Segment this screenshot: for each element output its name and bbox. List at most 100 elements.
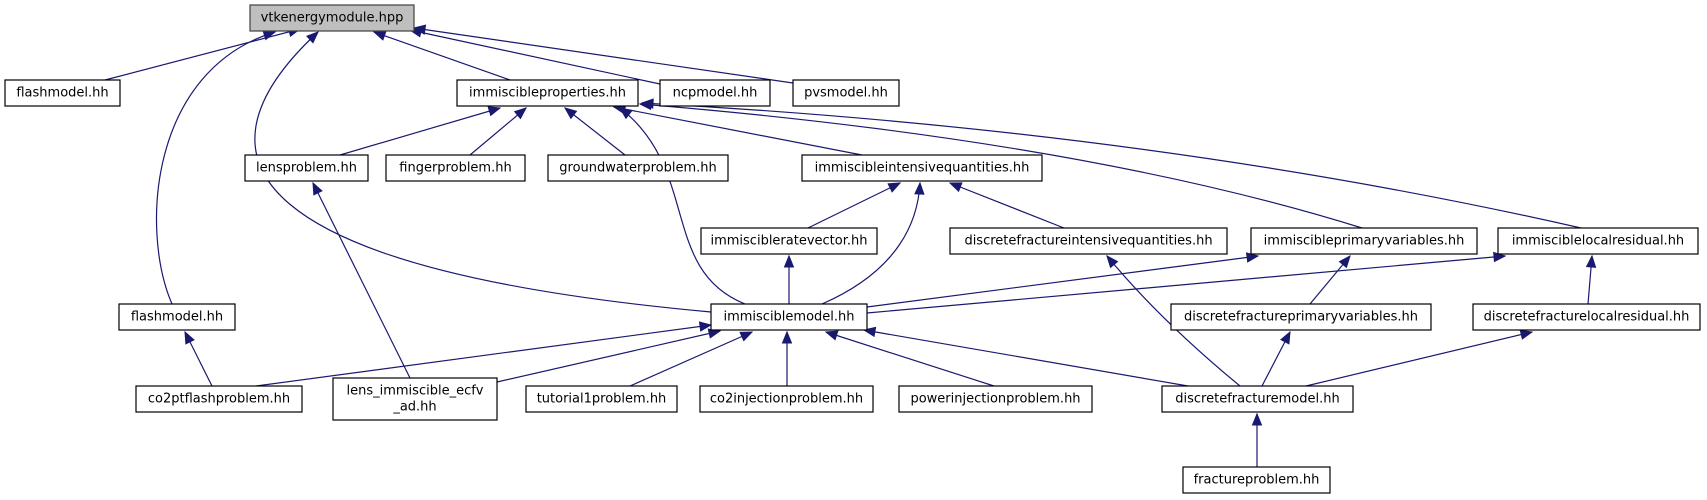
node-immiscibleratevector[interactable]: immiscibleratevector.hh <box>700 227 878 255</box>
arrowhead-icon <box>781 330 793 344</box>
edge-immisciblemodel-to-immiscibleprimaryvariables <box>866 252 1260 308</box>
edge-line <box>155 31 276 305</box>
node-immiscibleintensivequantities[interactable]: immiscibleintensivequantities.hh <box>801 154 1043 182</box>
edge-discretefracturemodel-to-discretefractureintensivequantities <box>1106 254 1241 387</box>
node-immiscibleproperties[interactable]: immiscibleproperties.hh <box>456 79 639 107</box>
node-box <box>1250 227 1478 255</box>
node-powerinjectionproblem[interactable]: powerinjectionproblem.hh <box>898 385 1093 413</box>
arrowhead-icon <box>1519 329 1534 340</box>
edge-line <box>312 182 411 379</box>
node-box <box>332 377 498 421</box>
edge-tutorial1problem-to-immisciblemodel <box>629 331 754 387</box>
arrowhead-icon <box>412 24 427 35</box>
arrowhead-icon <box>1585 254 1597 268</box>
node-discretefracturelocalresidual[interactable]: discretefracturelocalresidual.hh <box>1472 303 1701 331</box>
node-box <box>699 385 874 413</box>
node-lens-immiscible-ecfv-ad[interactable]: lens_immiscible_ecfv_ad.hh <box>332 377 498 421</box>
edge-line <box>496 330 721 383</box>
node-box <box>385 154 526 182</box>
node-label: pvsmodel.hh <box>804 86 888 101</box>
edge-immiscibleproperties-to-vtkenergymodule <box>372 30 511 81</box>
node-box <box>118 303 236 331</box>
node-label: fractureproblem.hh <box>1194 473 1320 488</box>
edge-line <box>104 28 301 81</box>
node-box <box>1161 385 1354 413</box>
edge-line <box>949 182 1065 229</box>
edge-discretefractureintensivequantities-to-immiscibleintensivequantities <box>948 182 1065 229</box>
node-label: fingerproblem.hh <box>399 161 511 176</box>
edge-line <box>866 255 1259 308</box>
node-discretefracturemodel[interactable]: discretefracturemodel.hh <box>1161 385 1354 413</box>
node-label: powerinjectionproblem.hh <box>910 392 1080 407</box>
node-pvsmodel[interactable]: pvsmodel.hh <box>792 79 900 107</box>
edge-immiscibleintensivequantities-to-immiscibleproperties <box>612 104 863 156</box>
node-immisciblemodel[interactable]: immisciblemodel.hh <box>710 303 868 331</box>
edge-line <box>863 329 1189 387</box>
node-box <box>700 227 878 255</box>
edge-lens_immiscible_ecfv_ad-to-immisciblemodel <box>496 328 722 383</box>
node-fingerproblem[interactable]: fingerproblem.hh <box>385 154 526 182</box>
arrowhead-icon <box>618 107 633 120</box>
node-box <box>547 154 729 182</box>
node-box <box>801 154 1043 182</box>
edge-co2ptflashproblem-to-immisciblemodel <box>255 321 713 387</box>
edge-line <box>1305 331 1533 387</box>
edge-line <box>255 324 712 387</box>
node-lensproblem[interactable]: lensproblem.hh <box>244 154 369 182</box>
edge-co2injectionproblem-to-immisciblemodel <box>781 330 793 386</box>
edge-lens_immiscible_ecfv_ad-to-lensproblem <box>312 181 411 379</box>
node-label: groundwaterproblem.hh <box>559 161 716 176</box>
node-label: lensproblem.hh <box>256 161 357 176</box>
edge-line <box>821 182 921 305</box>
edge-discretefracturelocalresidual-to-immisciblelocalresidual <box>1585 254 1597 305</box>
node-box <box>4 79 121 107</box>
node-tutorial1problem[interactable]: tutorial1problem.hh <box>525 385 678 413</box>
node-box <box>135 385 303 413</box>
edge-fingerproblem-to-immiscibleproperties <box>469 107 528 156</box>
node-box <box>456 79 639 107</box>
node-discretefractureintensivequantities[interactable]: discretefractureintensivequantities.hh <box>949 227 1228 255</box>
edge-line <box>469 107 527 156</box>
arrowhead-icon <box>739 331 754 342</box>
edge-line <box>1106 255 1241 387</box>
arrowhead-icon <box>487 106 502 117</box>
node-label: immisciblelocalresidual.hh <box>1512 234 1684 249</box>
node-flashmodel-a[interactable]: flashmodel.hh <box>4 79 121 107</box>
node-co2injectionproblem[interactable]: co2injectionproblem.hh <box>699 385 874 413</box>
edge-immisciblemodel-to-immiscibleratevector <box>783 254 795 304</box>
arrowhead-icon <box>640 98 654 109</box>
edge-line <box>641 102 1582 229</box>
arrowhead-icon <box>1251 412 1263 426</box>
arrowhead-icon <box>698 321 713 332</box>
node-ncpmodel[interactable]: ncpmodel.hh <box>659 79 771 107</box>
node-box <box>792 79 900 107</box>
edge-lensproblem-to-immiscibleproperties <box>339 106 502 156</box>
node-immisciblelocalresidual[interactable]: immisciblelocalresidual.hh <box>1497 227 1699 255</box>
edge-line <box>629 331 753 387</box>
node-label: ncpmodel.hh <box>673 86 758 101</box>
node-immiscibleprimaryvariables[interactable]: immiscibleprimaryvariables.hh <box>1250 227 1478 255</box>
arrowhead-icon <box>312 181 323 196</box>
node-groundwaterproblem[interactable]: groundwaterproblem.hh <box>547 154 729 182</box>
node-discretefractureprimaryvariables[interactable]: discretefractureprimaryvariables.hh <box>1170 303 1432 331</box>
node-box <box>898 385 1093 413</box>
edge-groundwaterproblem-to-immiscibleproperties <box>563 107 626 156</box>
node-box <box>710 303 868 331</box>
node-box <box>1472 303 1701 331</box>
node-label: _ad.hh <box>392 400 436 415</box>
arrowhead-icon <box>184 330 195 345</box>
node-label: co2ptflashproblem.hh <box>148 392 290 407</box>
node-label: immiscibleintensivequantities.hh <box>815 161 1030 176</box>
node-box <box>1497 227 1699 255</box>
node-box <box>525 385 678 413</box>
node-co2ptflashproblem[interactable]: co2ptflashproblem.hh <box>135 385 303 413</box>
node-box <box>659 79 771 107</box>
node-fractureproblem[interactable]: fractureproblem.hh <box>1182 466 1331 494</box>
node-flashmodel-b[interactable]: flashmodel.hh <box>118 303 236 331</box>
edge-line <box>619 107 746 305</box>
edge-discretefracturemodel-to-discretefractureprimaryvariables <box>1261 330 1291 387</box>
edges-layer <box>104 24 1597 467</box>
edge-line <box>613 106 863 156</box>
node-label: discretefracturelocalresidual.hh <box>1484 310 1690 325</box>
